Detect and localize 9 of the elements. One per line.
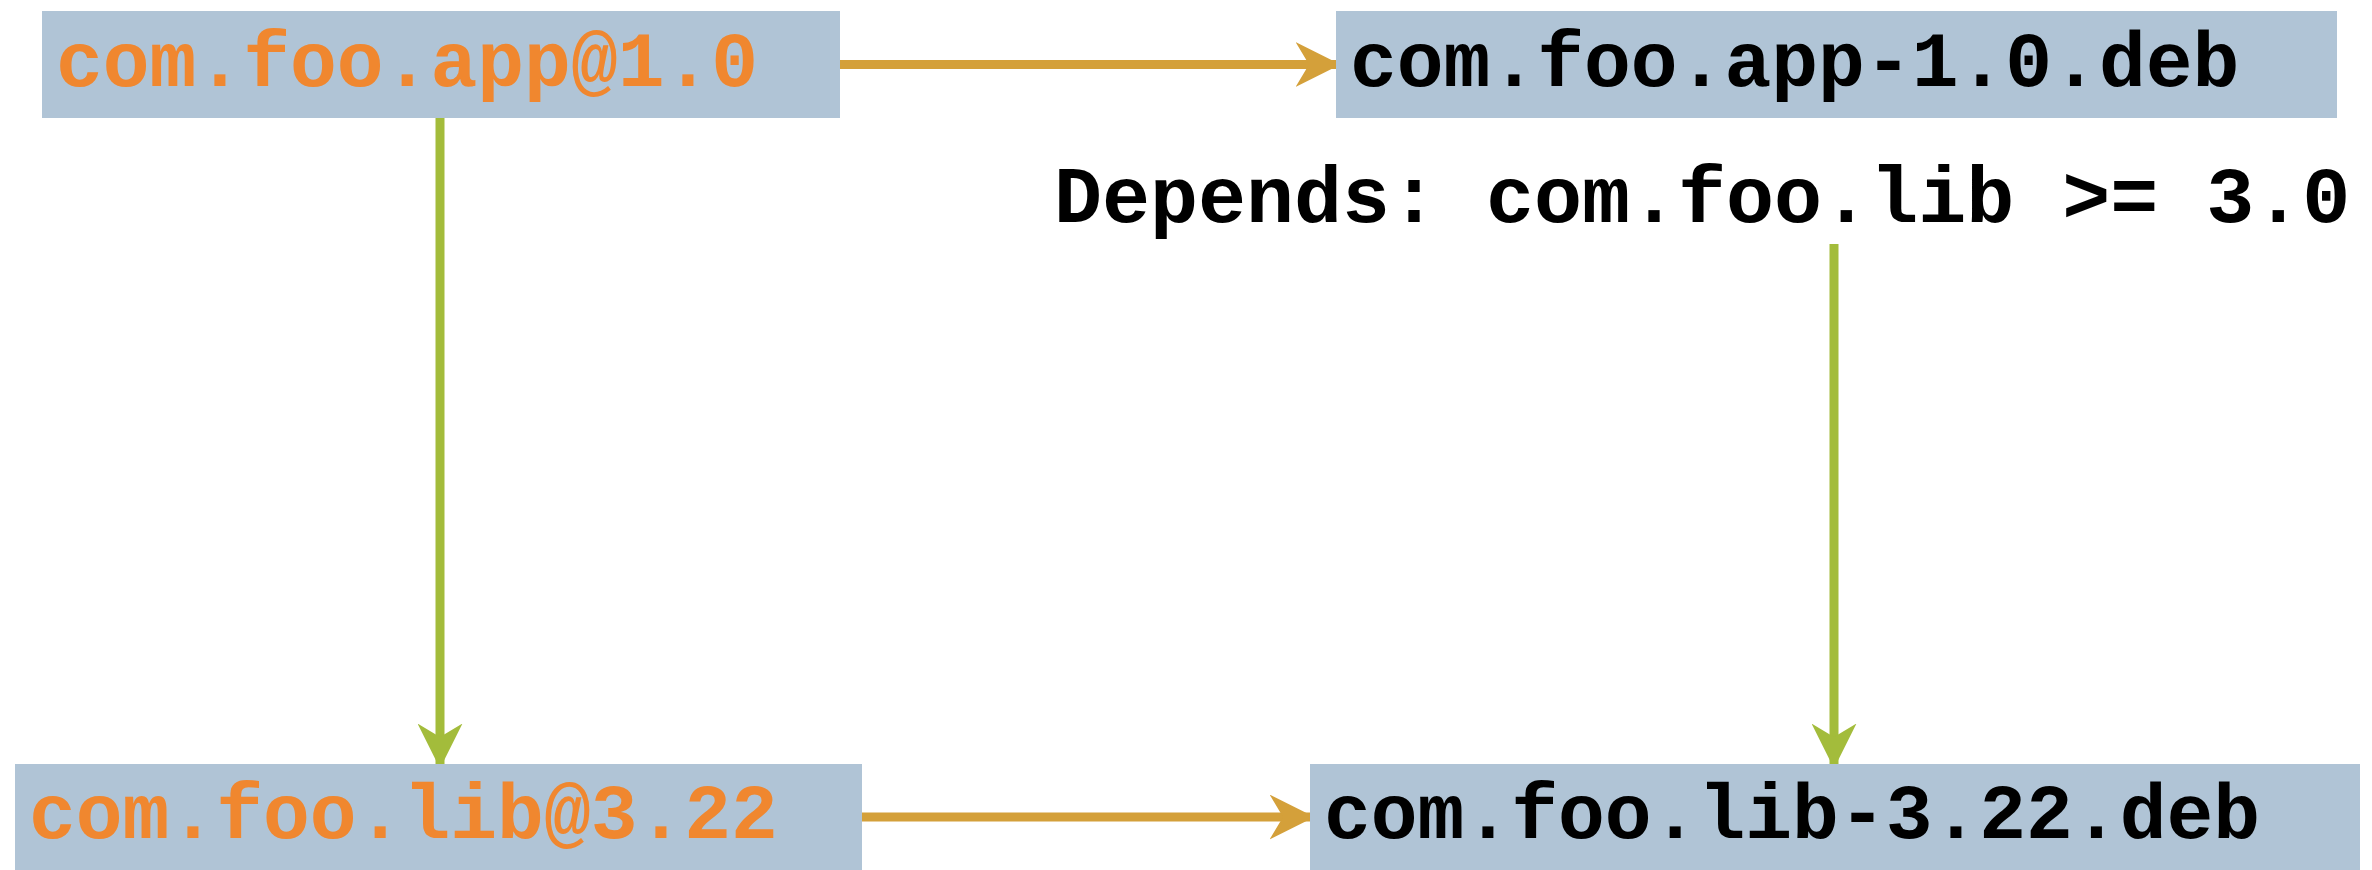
package-box <box>1336 11 2337 118</box>
package-box <box>15 764 862 870</box>
package-name: com.foo.app-1.0.deb <box>1350 25 2240 104</box>
package-name: com.foo.lib-3.22.deb <box>1324 778 2261 856</box>
package-name: com.foo.app@1.0 <box>56 25 759 104</box>
package-name: com.foo.lib@3.22 <box>29 778 778 856</box>
dependency-text: Depends: com.foo.lib >= 3.0 <box>1054 161 2351 241</box>
package-box <box>1310 764 2360 870</box>
package-box <box>42 11 840 118</box>
